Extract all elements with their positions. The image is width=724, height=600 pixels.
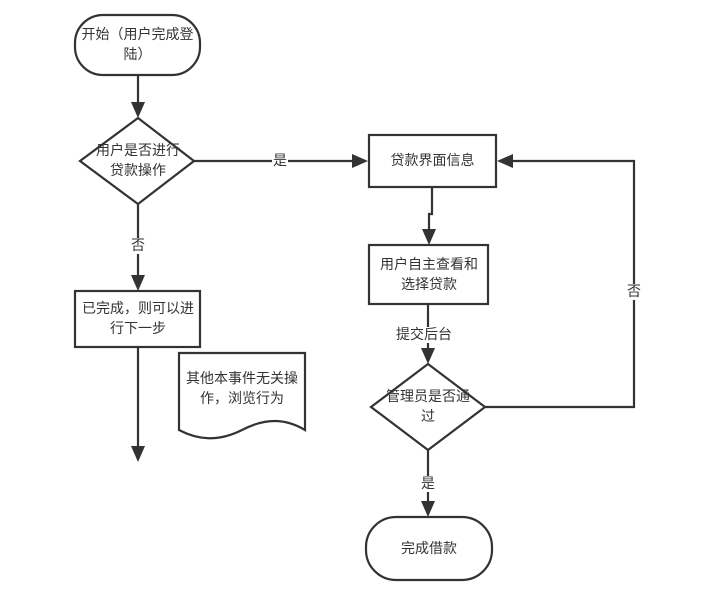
decision-loan-shape [78,116,196,206]
shapes [73,13,498,582]
edge-label-admin-no: 否 [626,284,642,300]
decision-admin-shape [369,362,487,452]
arrow-head-icon [352,154,368,168]
edge-label-admin-yes: 是 [420,476,436,492]
decision-admin-node: 管理员是否通过 [383,386,473,428]
arrow-head-icon [421,501,435,517]
other-events-node: 其他本事件无关操作，浏览行为 [183,367,301,411]
end-label: 完成借款 [401,540,457,557]
start-node: 开始（用户完成登陆） [80,18,195,72]
other-events-document-shape [177,351,307,440]
user-select-label: 用户自主查看和选择贷款 [380,256,478,293]
completed-process-shape [73,289,202,349]
arrow-head-icon [497,154,513,168]
user-select-node: 用户自主查看和选择贷款 [375,245,483,304]
completed-label: 已完成，则可以进行下一步 [82,301,194,337]
other-events-label: 其他本事件无关操作，浏览行为 [186,371,298,407]
arrow-head-icon [131,275,145,291]
loan-info-node: 贷款界面信息 [372,137,493,185]
start-node-label: 开始（用户完成登陆） [81,27,194,63]
edge-label-decision-yes: 是 [272,153,288,169]
arrow-head-icon [131,446,145,462]
loan-info-label: 贷款界面信息 [390,153,475,169]
edge-label-decision-no: 否 [130,238,146,254]
decision-loan-label: 用户是否进行贷款操作 [96,143,180,179]
end-node: 完成借款 [370,520,488,577]
edge-label-submit-backend: 提交后台 [395,327,453,343]
decision-admin-label: 管理员是否通过 [386,389,470,425]
start-terminal-shape [73,13,202,77]
user-select-process-shape [367,243,490,306]
edge-info-to-select [427,187,434,231]
end-terminal-shape [364,515,494,582]
edge-admin-no [485,159,636,409]
completed-node: 已完成，则可以进行下一步 [82,293,194,345]
loan-info-process-shape [367,133,498,189]
arrow-head-icon [422,229,436,245]
decision-loan-node: 用户是否进行贷款操作 [90,140,186,182]
arrow-head-icon [131,102,145,118]
arrow-head-icon [421,348,435,364]
